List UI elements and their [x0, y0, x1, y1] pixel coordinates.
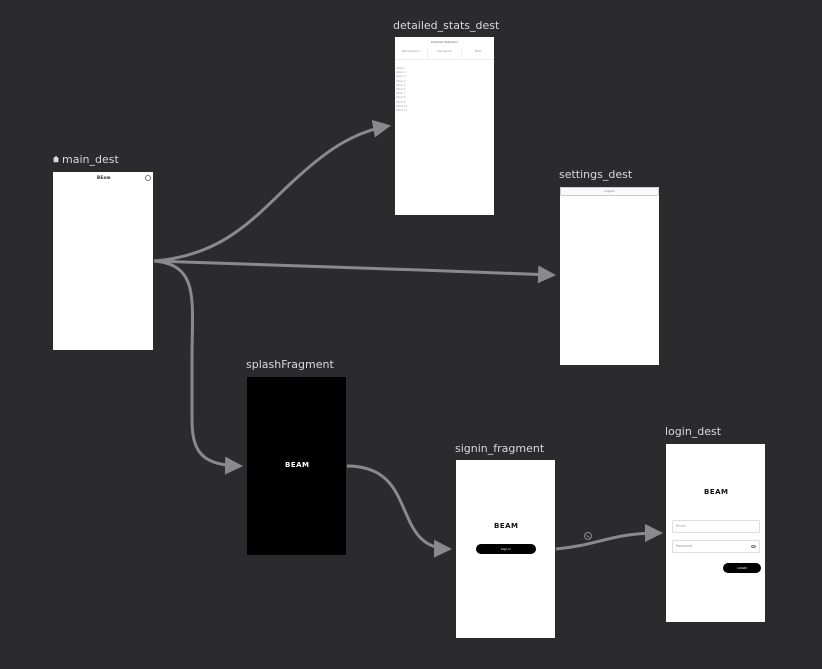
app-logo: BEAM — [704, 488, 729, 496]
list-item: Week 2 — [396, 71, 406, 75]
sign-in-button[interactable]: Sign In — [476, 544, 536, 554]
stats-list: Week 1 Week 2 Week 3 Week 4 Week 5 Week … — [396, 67, 407, 113]
action-main-to-splash[interactable] — [153, 259, 243, 475]
logout-button[interactable]: Logout — [560, 187, 659, 196]
settings-dest-preview[interactable]: Logout — [560, 187, 659, 365]
condition-icon — [584, 532, 592, 540]
destination-label-signin: signin_fragment — [455, 442, 545, 455]
action-splash-to-signin[interactable] — [346, 464, 452, 558]
gear-icon[interactable] — [145, 175, 151, 181]
list-item: Week 5 — [396, 83, 406, 87]
destination-label-detailed-stats: detailed_stats_dest — [393, 19, 500, 32]
destination-label-splash: splashFragment — [246, 358, 334, 371]
list-item: Week 7 — [396, 92, 406, 96]
login-button[interactable]: LOGIN — [723, 563, 761, 573]
home-icon — [52, 155, 60, 163]
destination-label-login: login_dest — [665, 425, 722, 438]
list-item: Week 6 — [396, 87, 406, 91]
stats-tabs: Participation Demands Total — [395, 49, 494, 60]
action-signin-to-login[interactable] — [555, 524, 663, 551]
stats-tab[interactable]: Participation — [395, 49, 429, 59]
list-item: Week 4 — [396, 79, 406, 83]
stats-title: Detailed Statistics — [430, 40, 459, 44]
app-logo: BEAM — [494, 522, 519, 530]
destination-label-settings: settings_dest — [559, 168, 633, 181]
password-field[interactable]: Password — [672, 540, 760, 553]
app-logo: BEAM — [285, 461, 310, 469]
detailed-stats-dest-preview[interactable]: Detailed Statistics Participation Demand… — [395, 37, 494, 215]
email-field[interactable]: Email — [672, 520, 760, 533]
destination-label-main: main_dest — [52, 153, 119, 166]
list-item: Week 10 — [396, 104, 408, 108]
stats-tab[interactable]: Demands — [428, 49, 462, 59]
stats-tab[interactable]: Total — [474, 49, 482, 53]
signin-fragment-preview[interactable]: BEAM Sign In — [456, 460, 555, 638]
list-item: Week 1 — [396, 67, 406, 70]
action-main-to-detailed-stats[interactable] — [153, 119, 391, 263]
list-item: Week 11 — [396, 108, 408, 112]
list-item: Week 9 — [396, 100, 406, 104]
list-item: Week 3 — [396, 75, 406, 79]
list-item: Week 8 — [396, 96, 406, 100]
splash-fragment-preview[interactable]: BEAM — [247, 377, 346, 555]
eye-icon[interactable] — [751, 545, 756, 548]
action-main-to-settings[interactable] — [153, 259, 556, 284]
main-dest-preview[interactable]: BEam — [53, 172, 153, 350]
destination-label-text: main_dest — [62, 153, 119, 166]
login-dest-preview[interactable]: BEAM Email Password LOGIN — [666, 444, 765, 622]
app-logo: BEam — [97, 175, 111, 180]
